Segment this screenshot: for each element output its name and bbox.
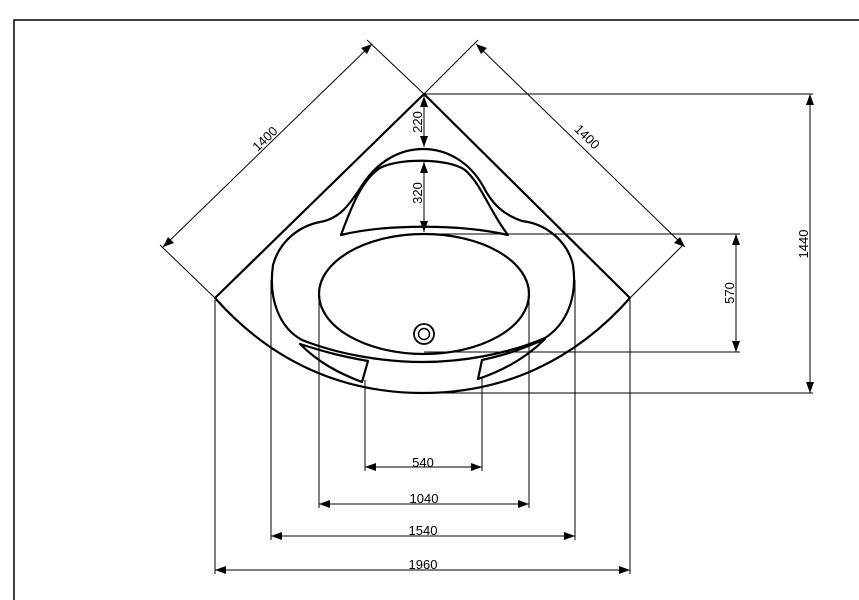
dim-1960-label: 1960 bbox=[409, 557, 438, 572]
dim-left-diagonal-label: 1400 bbox=[249, 123, 280, 154]
tub-inner-rim bbox=[270, 147, 576, 364]
drain-outer bbox=[413, 323, 435, 345]
dim-1040-extensions bbox=[318, 298, 530, 508]
drain-inner bbox=[417, 327, 431, 341]
seat-right bbox=[476, 337, 547, 381]
dim-1440-extensions bbox=[423, 93, 813, 394]
dim-right-diagonal-line bbox=[475, 43, 686, 248]
dim-320-label: 320 bbox=[410, 182, 425, 204]
dim-570-extensions bbox=[424, 233, 740, 353]
dim-left-diagonal-line bbox=[162, 43, 373, 248]
dim-1960-extensions bbox=[214, 300, 631, 574]
dim-1040-label: 1040 bbox=[410, 491, 439, 506]
dim-570-label: 570 bbox=[722, 282, 737, 304]
dim-540-label: 540 bbox=[412, 455, 434, 470]
dim-right-diagonal-extensions bbox=[423, 39, 684, 299]
basin-oval bbox=[317, 232, 531, 356]
seat-left bbox=[298, 342, 370, 384]
dim-540-extensions bbox=[364, 378, 483, 471]
headrest-contour bbox=[339, 159, 510, 237]
dim-1540-label: 1540 bbox=[409, 523, 438, 538]
drawing-frame bbox=[13, 19, 859, 600]
dim-220-arrows bbox=[420, 96, 428, 147]
dim-right-diagonal-label: 1400 bbox=[572, 121, 603, 152]
dim-220-label: 220 bbox=[410, 111, 425, 133]
dim-1440-label: 1440 bbox=[796, 230, 811, 259]
dim-1540-extensions bbox=[270, 280, 576, 540]
dim-left-diagonal-extensions bbox=[159, 39, 425, 299]
